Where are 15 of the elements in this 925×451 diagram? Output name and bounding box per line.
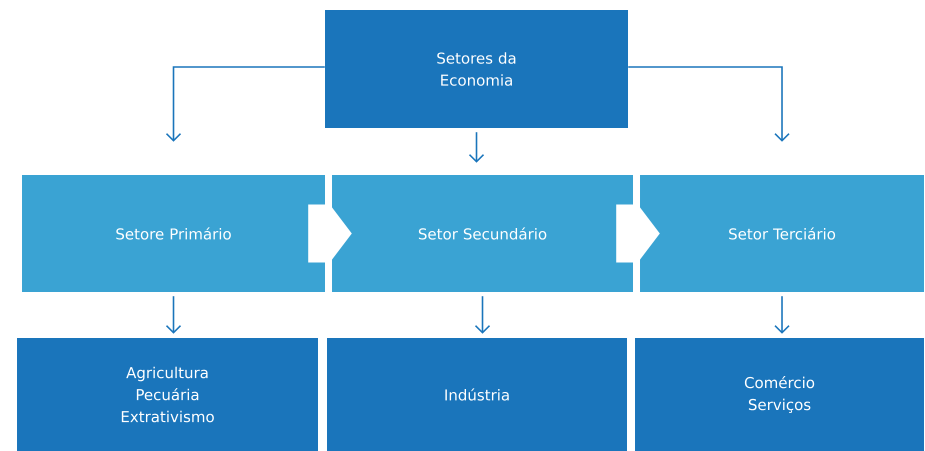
chevron-arrow [616, 204, 660, 262]
activity-box: Indústria [327, 338, 627, 451]
sector-box: Setores da Economia [325, 10, 628, 128]
arrow [628, 66, 790, 142]
arrow [468, 132, 484, 163]
activity-box: Agricultura Pecuária Extrativismo [17, 338, 318, 451]
sector-box: Setor Secundário [332, 175, 633, 292]
activity-box: Comércio Serviços [635, 338, 924, 451]
arrow [166, 66, 325, 142]
arrow [774, 296, 790, 334]
sector-box: Setor Terciário [640, 175, 924, 292]
arrow [474, 296, 490, 334]
arrow [166, 296, 182, 334]
chevron-arrow [308, 204, 352, 262]
sector-box: Setore Primário [22, 175, 325, 292]
